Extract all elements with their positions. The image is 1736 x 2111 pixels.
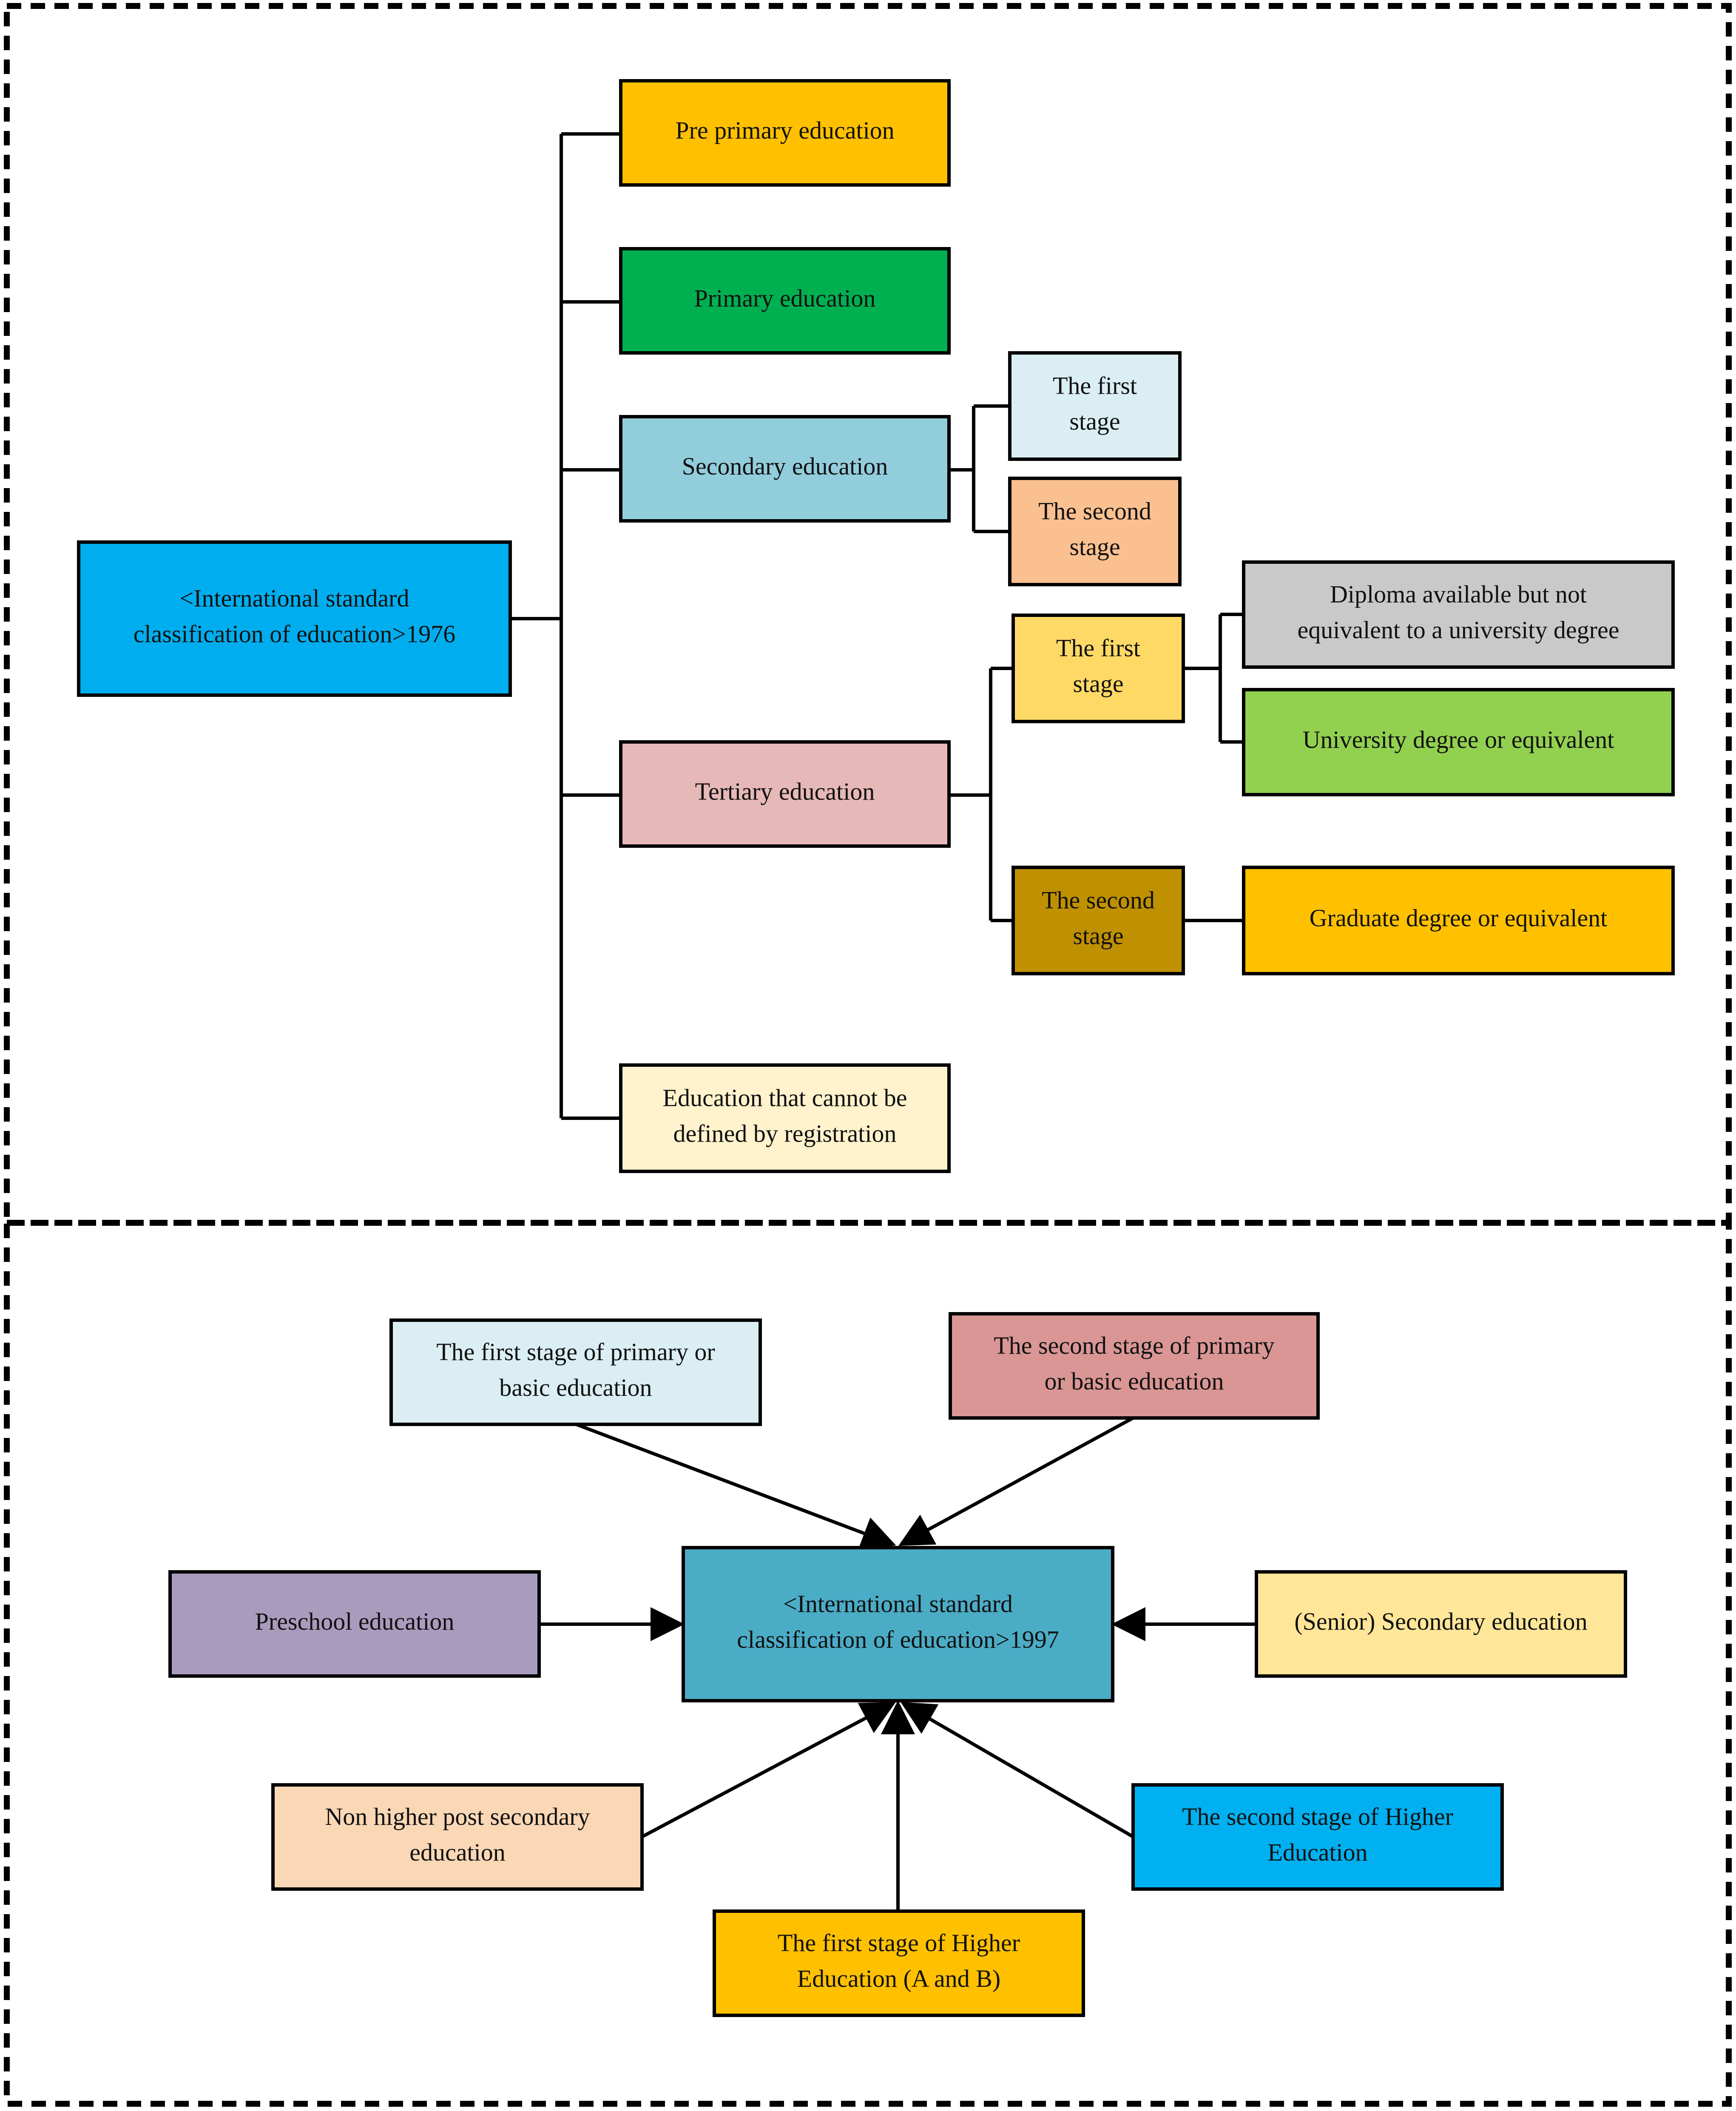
label-line: <International standard [179, 584, 409, 612]
label-line: or basic education [1045, 1367, 1224, 1395]
label-line: Education (A and B) [797, 1965, 1000, 1992]
tree-1976-connectors [510, 132, 1244, 1120]
graduate-degree-label: Graduate degree or equivalent [1310, 904, 1607, 932]
arrow-higher-second [901, 1702, 1134, 1838]
label-line: stage [1073, 670, 1123, 697]
arrow-primary-first [575, 1423, 896, 1549]
diploma-not-equivalent-label: Diploma available but not equivalent to a… [1298, 580, 1620, 644]
label-line: classification of education>1997 [737, 1625, 1059, 1653]
label-line: Secondary education [682, 452, 888, 480]
university-degree-label: University degree or equivalent [1303, 726, 1614, 753]
label-line: Diploma available but not [1330, 580, 1587, 608]
non-higher-post-secondary-label: Non higher post secondary education [325, 1803, 590, 1866]
label-line: equivalent to a university degree [1298, 616, 1620, 644]
diagram-1997-arrows [539, 1416, 1256, 1911]
university-degree-node: University degree or equivalent [1242, 688, 1675, 796]
label-line: Primary education [694, 284, 876, 312]
label-line: Pre primary education [675, 116, 894, 144]
diploma-not-equivalent-node: Diploma available but not equivalent to a… [1242, 560, 1675, 669]
non-higher-post-secondary-node: Non higher post secondary education [271, 1783, 644, 1891]
label-line: Tertiary education [695, 778, 875, 805]
label-line: stage [1069, 533, 1120, 560]
secondary-second-stage-label: The second stage [1038, 497, 1151, 560]
label-line: The first [1053, 372, 1137, 399]
panel-1997-frame [4, 1220, 1732, 2107]
secondary-education-label: Secondary education [682, 452, 888, 480]
label-line: The first stage of Higher [778, 1929, 1020, 1957]
primary-education-label: Primary education [694, 284, 876, 312]
primary-second-stage-label: The second stage of primary or basic educ… [994, 1332, 1274, 1395]
arrow-non-higher [641, 1702, 896, 1838]
secondary-education-node: Secondary education [619, 415, 951, 523]
pre-primary-education-label: Pre primary education [675, 116, 894, 144]
preschool-education-node: Preschool education [168, 1570, 541, 1678]
primary-first-stage-node: The first stage of primary or basic educa… [389, 1318, 762, 1426]
label-line: The second stage of Higher [1182, 1803, 1453, 1830]
label-line: University degree or equivalent [1303, 726, 1614, 753]
primary-second-stage-node: The second stage of primary or basic educ… [949, 1312, 1320, 1420]
secondary-first-stage-label: The first stage [1053, 372, 1137, 435]
arrow-primary-second [898, 1416, 1134, 1546]
tertiary-second-stage-label: The second stage [1042, 886, 1155, 949]
label-line: defined by registration [673, 1119, 896, 1147]
isced-1997-center-label: <International standard classification of… [737, 1590, 1059, 1653]
secondary-second-stage-node: The second stage [1008, 477, 1182, 586]
label-line: Education [1267, 1838, 1367, 1866]
undefined-registration-education-label: Education that cannot be defined by regis… [663, 1084, 907, 1147]
tertiary-first-stage-label: The first stage [1056, 634, 1140, 697]
label-line: stage [1073, 922, 1123, 949]
senior-secondary-education-label: (Senior) Secondary education [1294, 1608, 1587, 1635]
primary-first-stage-label: The first stage of primary or basic educa… [436, 1338, 715, 1401]
tree-1976-root-label: <International standard classification of… [134, 584, 455, 648]
label-line: Education that cannot be [663, 1084, 907, 1111]
label-line: education [409, 1838, 505, 1866]
undefined-registration-education-node: Education that cannot be defined by regis… [619, 1063, 951, 1173]
label-line: <International standard [783, 1590, 1013, 1617]
senior-secondary-education-node: (Senior) Secondary education [1255, 1570, 1627, 1678]
label-line: The second [1042, 886, 1155, 914]
graduate-degree-node: Graduate degree or equivalent [1242, 866, 1675, 975]
tree-1976-root-node: <International standard classification of… [77, 540, 512, 697]
label-line: Graduate degree or equivalent [1310, 904, 1607, 932]
tertiary-first-stage-node: The first stage [1011, 614, 1185, 723]
primary-education-node: Primary education [619, 247, 951, 355]
isced-1997-center-node: <International standard classification of… [682, 1546, 1114, 1702]
tertiary-education-node: Tertiary education [619, 740, 951, 848]
label-line: classification of education>1976 [134, 620, 455, 648]
label-line: stage [1069, 407, 1120, 435]
label-line: The first [1056, 634, 1140, 662]
label-line: Preschool education [255, 1608, 455, 1635]
label-line: basic education [499, 1374, 652, 1401]
tertiary-second-stage-node: The second stage [1011, 866, 1185, 975]
label-line: The first stage of primary or [436, 1338, 715, 1366]
secondary-first-stage-node: The first stage [1008, 351, 1182, 461]
tertiary-education-label: Tertiary education [695, 778, 875, 805]
preschool-education-label: Preschool education [255, 1608, 455, 1635]
pre-primary-education-node: Pre primary education [619, 79, 951, 187]
label-line: The second stage of primary [994, 1332, 1274, 1359]
label-line: The second [1038, 497, 1151, 525]
label-line: Non higher post secondary [325, 1803, 590, 1830]
label-line: (Senior) Secondary education [1294, 1608, 1587, 1635]
